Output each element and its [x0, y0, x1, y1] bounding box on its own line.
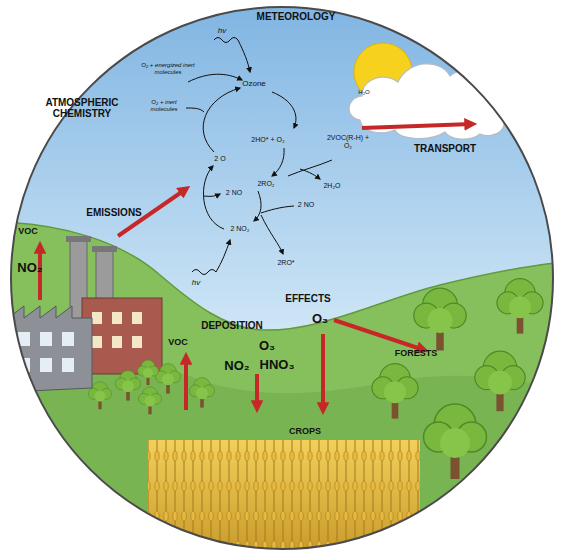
species-label: Ozone	[242, 80, 266, 89]
reaction-arrow	[261, 215, 283, 254]
species-label: NO₂	[224, 359, 249, 373]
species-label: HNO₃	[260, 358, 295, 372]
tree	[414, 288, 467, 351]
scene-border	[11, 7, 553, 549]
reaction-arrow	[288, 160, 332, 176]
species-label: O₃	[312, 312, 328, 326]
flow-arrows	[40, 124, 472, 410]
tree	[155, 364, 180, 394]
heading-label: EMISSIONS	[86, 207, 142, 218]
tree	[514, 416, 556, 466]
reaction-arrow	[203, 166, 224, 229]
crops-arrow	[321, 334, 325, 410]
reaction-note: O₂ + energized inert molecules	[136, 62, 200, 75]
reaction-arrow	[272, 92, 296, 128]
transport-arrow	[362, 124, 472, 128]
hill	[0, 222, 564, 555]
tree	[115, 371, 140, 401]
forest	[372, 279, 556, 479]
species-label: 2 NO	[226, 189, 242, 197]
reaction-arrow	[261, 206, 294, 213]
window	[132, 336, 142, 348]
heading-label: ATMOSPHERIC CHEMISTRY	[37, 97, 127, 119]
reaction-arrow	[254, 191, 261, 221]
cloud-shape	[349, 64, 506, 139]
window	[112, 312, 122, 324]
tree	[497, 279, 543, 334]
species-label: 2RO*	[277, 259, 294, 267]
wheat-field	[148, 440, 420, 555]
species-label: 2HO* + O₂	[251, 136, 284, 144]
heading-label: EFFECTS	[285, 293, 331, 304]
tree	[372, 364, 418, 419]
tree	[189, 378, 214, 408]
wheat-stalks	[148, 440, 420, 555]
tree	[88, 382, 111, 410]
heading-label: FORESTS	[395, 349, 438, 359]
reaction-arrow	[300, 169, 320, 179]
heading-label: TRANSPORT	[414, 143, 476, 154]
window	[92, 336, 102, 348]
reaction-arrow	[188, 74, 242, 82]
cloud	[349, 64, 506, 139]
reaction-arrow	[203, 88, 240, 152]
species-label: 2H₂O	[323, 182, 340, 190]
chimney-top	[92, 246, 117, 252]
small-trees	[88, 360, 214, 414]
reaction-note: O₂ + inert molecules	[141, 99, 187, 112]
window	[62, 332, 74, 346]
window	[112, 336, 122, 348]
forests-arrow	[334, 320, 424, 350]
tree	[475, 351, 525, 411]
chimney-top	[66, 236, 91, 242]
species-label: 2 O	[214, 155, 225, 163]
voc-arrow	[184, 357, 188, 410]
species-label: 2VOC(R-H) + O₂	[322, 134, 374, 149]
deposition-arrow	[255, 374, 259, 408]
species-label: 2 NO₂	[230, 225, 249, 233]
window	[62, 358, 74, 372]
factory	[8, 236, 162, 392]
reaction-arrow	[186, 108, 204, 112]
window	[132, 312, 142, 324]
window	[40, 332, 52, 346]
species-label: NO₂	[17, 261, 42, 275]
heading-label: DEPOSITION	[201, 320, 263, 331]
species-label: VOC	[168, 338, 188, 348]
heading-label: METEOROLOGY	[257, 11, 336, 22]
window	[40, 358, 52, 372]
light-arrow	[192, 240, 230, 275]
window	[92, 312, 102, 324]
light-label: hv	[218, 27, 226, 36]
tree	[138, 360, 159, 385]
tree	[424, 404, 487, 479]
reaction-arrow	[272, 148, 284, 176]
species-label: O₃	[259, 339, 275, 353]
species-label: VOC	[18, 227, 38, 237]
species-label: 2RO₂	[257, 180, 274, 188]
chemistry-cycle	[186, 38, 332, 275]
light-arrow	[214, 38, 250, 73]
species-label: H₂O	[358, 89, 369, 96]
tree	[138, 387, 161, 415]
light-label: hv	[192, 279, 200, 288]
heading-label: CROPS	[289, 427, 321, 437]
species-label: 2 NO	[298, 201, 314, 209]
reaction-arrow	[204, 194, 220, 196]
